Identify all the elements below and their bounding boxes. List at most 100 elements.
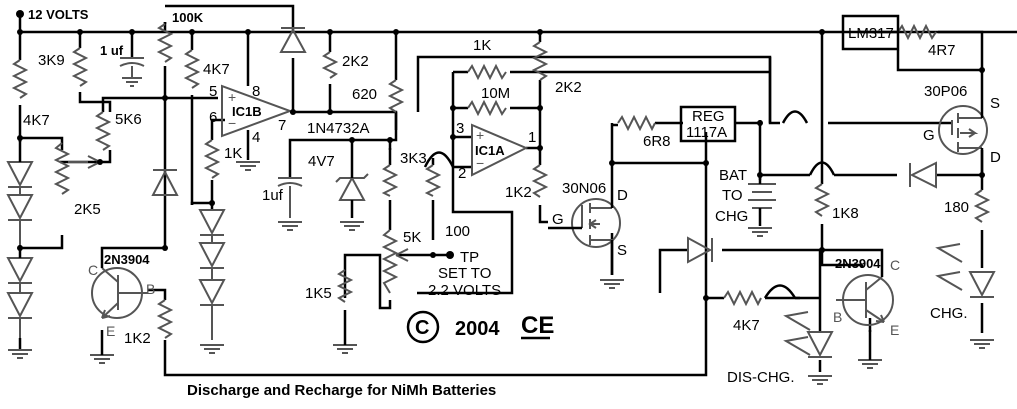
ic1b-pin5: 5 — [209, 83, 217, 100]
ground-icon — [8, 349, 32, 359]
resistor-100 — [424, 164, 442, 197]
label-100k: 100K — [172, 10, 204, 25]
diode-pmos-drain — [909, 161, 937, 189]
label-4k7-left: 4K7 — [23, 112, 50, 129]
diode-charge-path — [687, 236, 713, 264]
ic1b-pin7: 7 — [278, 117, 286, 134]
resistor-1k8 — [813, 183, 831, 217]
ic1b-pin4: 4 — [252, 129, 260, 146]
svg-text:+: + — [228, 89, 236, 105]
svg-text:G: G — [923, 127, 935, 144]
supply-label: 12 VOLTS — [28, 7, 89, 22]
label-4k7-mid: 4K7 — [203, 61, 230, 78]
ce-mark: CE — [521, 312, 554, 339]
ground-icon — [122, 77, 142, 87]
label-6r8: 6R8 — [643, 133, 671, 150]
resistor-180 — [973, 189, 991, 223]
svg-text:B: B — [146, 281, 155, 297]
label-zener-voltage: 4V7 — [308, 153, 335, 170]
svg-text:LM317: LM317 — [848, 25, 894, 42]
resistor-2k2-right — [531, 41, 549, 81]
resistor-1k5 — [336, 269, 354, 303]
svg-text:−: − — [476, 155, 484, 171]
transistor-2n3904-left — [91, 246, 165, 319]
label-led-charge: CHG. — [930, 305, 968, 322]
svg-text:REG: REG — [692, 108, 725, 125]
ground-icon — [808, 375, 832, 385]
label-1k-ic1b: 1K — [224, 145, 242, 162]
svg-text:C: C — [88, 262, 98, 278]
junctions — [16, 10, 985, 301]
svg-text:−: − — [228, 115, 236, 131]
resistor-4k7-left — [11, 59, 29, 99]
testpoint-dot — [446, 251, 454, 259]
ic1b-label: IC1B — [232, 104, 262, 119]
ground-icon — [236, 161, 260, 171]
resistor-1k-feedback — [467, 63, 507, 81]
label-2k2-right: 2K2 — [555, 79, 582, 96]
label-2k2-top: 2K2 — [342, 53, 369, 70]
ic1b-pin6: 6 — [209, 109, 217, 126]
ground-icon — [200, 344, 224, 354]
svg-text:+: + — [476, 127, 484, 143]
svg-text:E: E — [890, 322, 899, 338]
label-zener-part: 1N4732A — [307, 120, 370, 137]
resistor-3k3 — [381, 164, 399, 197]
resistor-1k2-gate — [531, 164, 549, 198]
testpoint-note-1: SET TO — [438, 265, 491, 282]
battery-symbol — [748, 183, 776, 209]
svg-text:B: B — [833, 309, 842, 325]
svg-text:D: D — [617, 187, 628, 204]
ground-icon — [748, 227, 772, 237]
resistor-4r7 — [897, 23, 937, 41]
mosfet-30p06 — [938, 105, 988, 175]
svg-text:C: C — [890, 257, 900, 273]
opamp-ic1a: + − IC1A 3 2 1 — [456, 120, 536, 182]
led-charge — [935, 243, 996, 298]
labels: 12 VOLTS 3K9 4K7 5K6 2K5 1 uf 100K 4K7 1… — [23, 7, 1001, 386]
label-1k2-base: 1K2 — [124, 330, 151, 347]
ic1b-pin8: 8 — [252, 83, 260, 100]
ground-icon — [278, 221, 302, 231]
diagram-title: Discharge and Recharge for NiMh Batterie… — [187, 382, 496, 399]
diode-string-left — [6, 138, 34, 338]
label-3k3: 3K3 — [400, 150, 427, 167]
label-30n06: 30N06 — [562, 180, 606, 197]
ic1a-pin1: 1 — [528, 129, 536, 146]
resistor-4k7-right — [723, 289, 762, 307]
label-4k7-right: 4K7 — [733, 317, 760, 334]
potentiometer-5k — [381, 229, 399, 294]
resistor-6r8 — [617, 114, 656, 132]
copyright-year: 2004 — [455, 318, 500, 340]
supply-terminal — [16, 10, 24, 18]
battery-label-3: CHG — [715, 208, 748, 225]
label-1k-feedback: 1K — [473, 37, 491, 54]
testpoint-note-2: 2.2 VOLTS — [428, 282, 501, 299]
potentiometer-2k5 — [53, 142, 71, 195]
testpoint-label: TP — [460, 249, 479, 266]
resistor-620 — [387, 79, 405, 113]
label-1k8: 1K8 — [832, 205, 859, 222]
ground-icon — [333, 344, 357, 354]
ground-icon — [90, 354, 114, 364]
grounds — [8, 77, 994, 385]
ground-icon — [858, 359, 882, 369]
ic1a-label: IC1A — [475, 143, 505, 158]
label-5k6: 5K6 — [115, 111, 142, 128]
label-2k5: 2K5 — [74, 201, 101, 218]
resistor-3k9 — [71, 47, 89, 87]
label-1k2-gate: 1K2 — [505, 184, 532, 201]
svg-text:G: G — [552, 211, 564, 228]
resistor-1k-ic1b — [203, 139, 221, 179]
copyright: C 2004 CE — [406, 310, 554, 344]
label-100: 100 — [445, 223, 470, 240]
transistor-2n3904-right — [822, 248, 894, 326]
label-1k5: 1K5 — [305, 285, 332, 302]
capacitor-1uf-top — [119, 57, 145, 78]
svg-text:C: C — [415, 317, 429, 339]
label-2n3904-left: 2N3904 — [104, 252, 150, 267]
battery-label-1: BAT — [719, 167, 747, 184]
label-180: 180 — [944, 199, 969, 216]
regulator-1117a: REG 1117A — [679, 105, 737, 143]
